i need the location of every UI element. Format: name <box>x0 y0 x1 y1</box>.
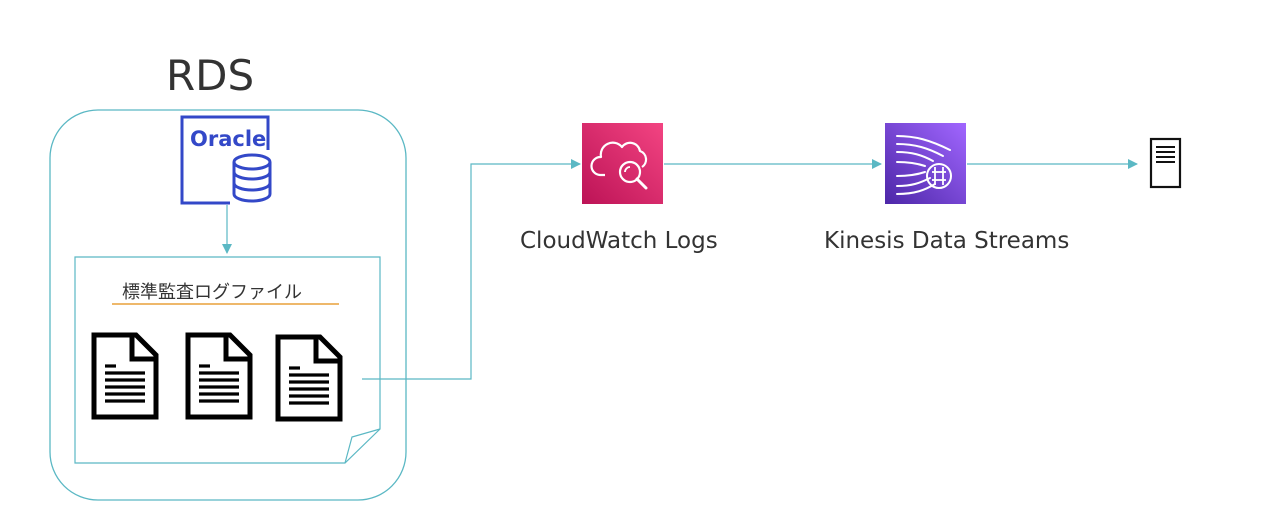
document-icon <box>185 332 253 420</box>
document-icon <box>275 334 343 422</box>
kinesis-data-streams-label: Kinesis Data Streams <box>824 228 1070 254</box>
rds-container <box>49 109 407 501</box>
log-file-title: 標準監査ログファイル <box>122 282 302 303</box>
rds-title: RDS <box>166 51 255 100</box>
cloudwatch-logs-label: CloudWatch Logs <box>520 228 718 254</box>
logs-to-cloudwatch-arrow <box>362 159 581 380</box>
oracle-database-icon <box>180 115 272 205</box>
kinesis-data-streams-icon <box>885 123 966 204</box>
server-icon <box>1149 137 1182 189</box>
cloudwatch-logs-icon <box>582 123 663 204</box>
oracle-label: Oracle <box>190 127 266 151</box>
document-icon <box>91 332 159 420</box>
